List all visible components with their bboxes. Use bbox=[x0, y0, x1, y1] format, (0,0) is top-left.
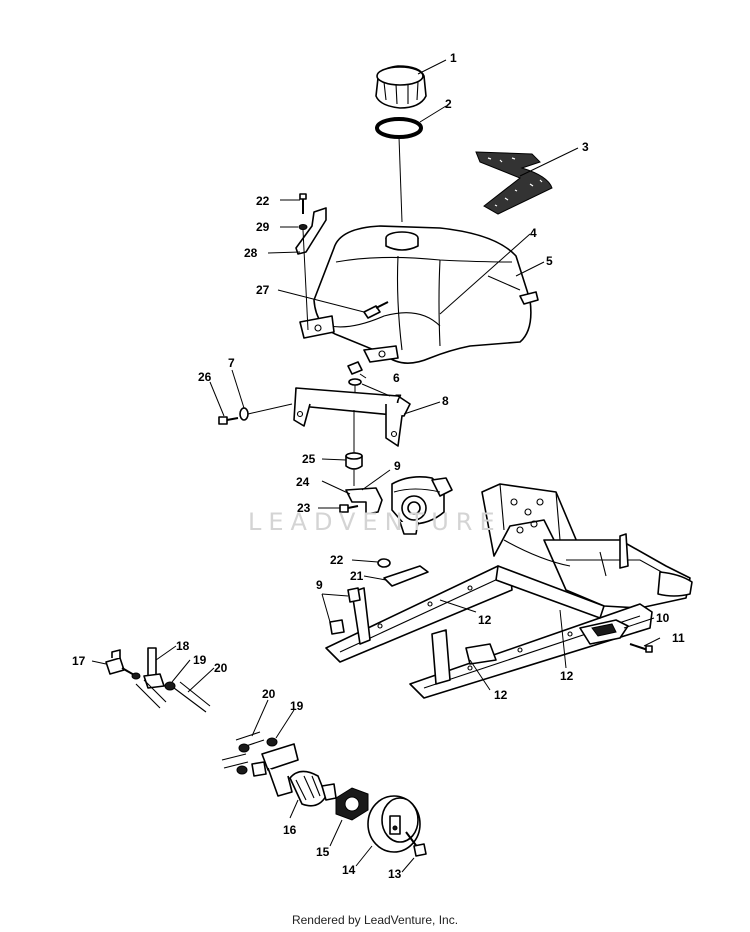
o-ring bbox=[375, 117, 423, 139]
callout-20-top: 20 bbox=[214, 661, 228, 675]
fuel-petcock-16 bbox=[251, 743, 337, 807]
fuel-hose-20 bbox=[135, 679, 211, 713]
callout-18: 18 bbox=[176, 639, 190, 653]
bolts-9 bbox=[329, 587, 361, 635]
callout-8: 8 bbox=[442, 394, 449, 408]
callout-1: 1 bbox=[450, 51, 457, 65]
footer-credit: Rendered by LeadVenture, Inc. bbox=[291, 913, 459, 927]
callout-19-top: 19 bbox=[193, 653, 207, 667]
callout-16: 16 bbox=[283, 823, 297, 837]
callout-20-lower: 20 bbox=[262, 687, 276, 701]
foam-pad bbox=[475, 151, 553, 215]
callout-13: 13 bbox=[388, 867, 402, 881]
watermark: LEADVENTURE bbox=[248, 508, 502, 536]
callout-6: 6 bbox=[393, 371, 400, 385]
o-ring-small bbox=[131, 672, 141, 680]
frame bbox=[325, 483, 693, 699]
leader-lines bbox=[91, 59, 661, 873]
bracket-24 bbox=[345, 487, 383, 515]
callout-15: 15 bbox=[316, 845, 330, 859]
callout-5: 5 bbox=[546, 254, 553, 268]
callout-7-left: 7 bbox=[228, 356, 235, 370]
fuel-valve-assembly bbox=[391, 476, 453, 535]
callout-28: 28 bbox=[244, 246, 258, 260]
callout-9-lower: 9 bbox=[316, 578, 323, 592]
callout-14: 14 bbox=[342, 863, 356, 877]
callout-12-right: 12 bbox=[560, 669, 574, 683]
fuel-fitting-17 bbox=[105, 649, 137, 677]
nut-15 bbox=[335, 787, 369, 821]
screw-27 bbox=[363, 301, 389, 319]
callout-labels: 1 2 3 4 5 22 29 28 27 7 26 6 7 8 25 9 24… bbox=[72, 51, 685, 881]
callout-27: 27 bbox=[256, 283, 270, 297]
nut-6 bbox=[347, 361, 363, 386]
callout-10: 10 bbox=[656, 611, 670, 625]
bolt-top bbox=[299, 193, 307, 214]
callout-12-left: 12 bbox=[494, 688, 508, 702]
callout-17: 17 bbox=[72, 654, 86, 668]
callout-24: 24 bbox=[296, 475, 310, 489]
callout-9-top: 9 bbox=[394, 459, 401, 473]
screw-13 bbox=[405, 831, 427, 857]
fuel-fitting-18 bbox=[143, 647, 165, 689]
callout-29: 29 bbox=[256, 220, 270, 234]
callout-7-right: 7 bbox=[395, 392, 402, 406]
callout-23: 23 bbox=[297, 501, 311, 515]
callout-3: 3 bbox=[582, 140, 589, 154]
clamp-19 bbox=[164, 681, 176, 691]
fuel-cap bbox=[375, 65, 427, 109]
nut-22-lower bbox=[377, 558, 391, 568]
bolt-26 bbox=[218, 416, 239, 425]
tank-bracket bbox=[293, 387, 411, 447]
mounting-bracket-28 bbox=[295, 207, 327, 255]
callout-12-center: 12 bbox=[478, 613, 492, 627]
callout-25: 25 bbox=[302, 452, 316, 466]
callout-22-lower: 22 bbox=[330, 553, 344, 567]
clamp-19-lower bbox=[236, 737, 278, 775]
washer-7 bbox=[239, 407, 249, 421]
callout-19-lower: 19 bbox=[290, 699, 304, 713]
callout-26: 26 bbox=[198, 370, 212, 384]
washer-29 bbox=[298, 224, 308, 230]
callout-22-top: 22 bbox=[256, 194, 270, 208]
callout-21: 21 bbox=[350, 569, 364, 583]
knob-14 bbox=[367, 795, 421, 853]
grommet-25 bbox=[345, 452, 363, 470]
bracket-21 bbox=[383, 565, 429, 587]
callout-11: 11 bbox=[672, 631, 685, 645]
callout-2: 2 bbox=[445, 97, 452, 111]
screw-11 bbox=[629, 643, 653, 653]
callout-4: 4 bbox=[530, 226, 537, 240]
fuel-tank bbox=[299, 225, 539, 364]
